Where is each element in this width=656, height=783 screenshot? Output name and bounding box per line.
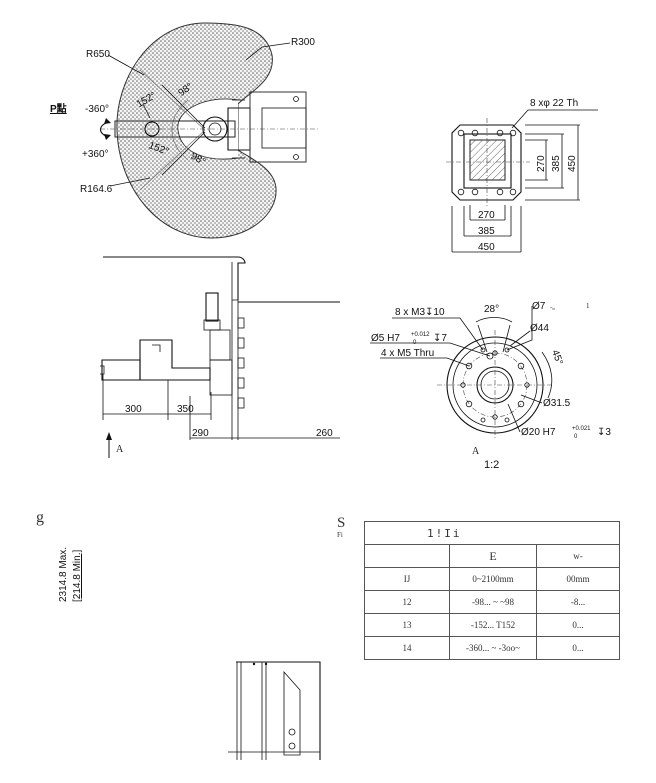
callout-angle-28: 28° (484, 304, 499, 315)
base-block (249, 91, 307, 163)
callout-dia-5-lower: 0 (413, 340, 417, 346)
scale-label: 1:2 (484, 459, 499, 471)
stroke-height-labels: 2314.8 Max. [214.8 Min.] (58, 547, 83, 602)
table-cell: -8... (536, 590, 620, 614)
view-a-label: A (472, 446, 480, 457)
table-row: 12 -98... ~ ~98 -8... (364, 590, 620, 614)
table-header-home: w- (536, 544, 620, 568)
mounting-holes (457, 129, 517, 196)
dim-right-385: 385 (551, 155, 562, 172)
callout-dia-20-lower: 0 (574, 434, 578, 440)
reach-label-r650: R650 (86, 49, 110, 60)
callout-angle-45: 45° (549, 349, 565, 367)
min-height-label: [214.8 Min.] (72, 550, 83, 602)
callout-dia-7: Ø7 (532, 301, 546, 312)
dim-side-290: 290 (192, 428, 209, 439)
table-cell: -360... ~ -3oo~ (449, 636, 537, 660)
dim-side-260: 260 (316, 428, 333, 439)
table-row: 14 -360... ~ -3oo~ 0... (364, 636, 620, 660)
dim-side-350: 350 (177, 404, 194, 415)
table-cell: 14 (364, 636, 450, 660)
elevation-view (228, 661, 321, 760)
callout-dia-20: Ø20 H7 (521, 427, 556, 438)
callout-dia-20-depth: ↧3 (597, 427, 611, 438)
dim-right-450: 450 (567, 155, 578, 172)
table-header-axis (364, 544, 450, 568)
callout-dia-5-upper: +0.012 (411, 332, 430, 338)
table-side-label: S Fi (337, 515, 346, 541)
dim-bottom-385: 385 (478, 226, 495, 237)
dim-side-300: 300 (125, 404, 142, 415)
callout-dia-7-note: 1 (586, 302, 590, 310)
table-side-letter: S (337, 515, 346, 531)
callout-dia-5: Ø5 H7 (371, 333, 400, 344)
callout-dia-44: Ø44 (530, 323, 549, 334)
table-cell: -98... ~ ~98 (449, 590, 537, 614)
p-point-label: P點 (50, 102, 67, 115)
table-row: 13 -152... T152 0... (364, 613, 620, 637)
table-header-row: E w- (364, 544, 620, 568)
table-cell: 0... (536, 613, 620, 637)
callout-dia-31-5: Ø31.5 (543, 398, 571, 409)
dim-right-270: 270 (536, 155, 547, 172)
table-cell: 0... (536, 636, 620, 660)
top-view: R650 R300 R164.6 152° 98° 152° 98° P點 -3… (50, 22, 320, 239)
table-cell: 00mm (536, 567, 620, 591)
hole-note: 8 xφ 22 Th (530, 98, 578, 109)
callout-m5-thru: 4 x M5 Thru (381, 348, 434, 359)
dim-bottom-270: 270 (478, 210, 495, 221)
table-row: IJ 0~2100mm 00mm (364, 567, 620, 591)
elevation-mark: g (36, 509, 44, 526)
rotation-label-plus: +360° (82, 149, 109, 160)
side-view: 300 350 290 260 A (100, 256, 340, 458)
callout-dia-5-depth: ↧7 (433, 333, 447, 344)
callout-dia-7-tol: -ᵢ₀ (550, 305, 555, 311)
flange-holes (460, 347, 530, 423)
rotation-label-minus: -360° (85, 104, 109, 115)
table-cell: 12 (364, 590, 450, 614)
reach-label-r300: R300 (291, 37, 315, 48)
table-cell: 13 (364, 613, 450, 637)
table-title: 1!Ii (364, 521, 620, 545)
base-plate-view: 8 xφ 22 Th 270 385 450 270 385 450 (446, 98, 598, 253)
table-side-sub: Fi (337, 531, 343, 539)
table-cell: IJ (364, 567, 450, 591)
view-arrow-label: A (116, 444, 124, 455)
table-header-range: E (449, 544, 537, 568)
flange-view: 8 x M3↧10 28° Ø7 -ᵢ₀ 1 Ø44 Ø5 H7 +0.012 … (370, 301, 611, 471)
reach-label-r164: R164.6 (80, 184, 113, 195)
table-cell: -152... T152 (449, 613, 537, 637)
table-title-row: 1!Ii (364, 521, 620, 545)
dim-bottom-450: 450 (478, 242, 495, 253)
callout-m3-holes: 8 x M3↧10 (395, 307, 445, 318)
max-height-label: 2314.8 Max. (58, 547, 69, 602)
callout-dia-20-upper: +0.021 (572, 426, 591, 432)
axis-range-table: 1!Ii E w- IJ 0~2100mm 00mm 12 -98... ~ ~… (364, 521, 620, 660)
table-cell: 0~2100mm (449, 567, 537, 591)
